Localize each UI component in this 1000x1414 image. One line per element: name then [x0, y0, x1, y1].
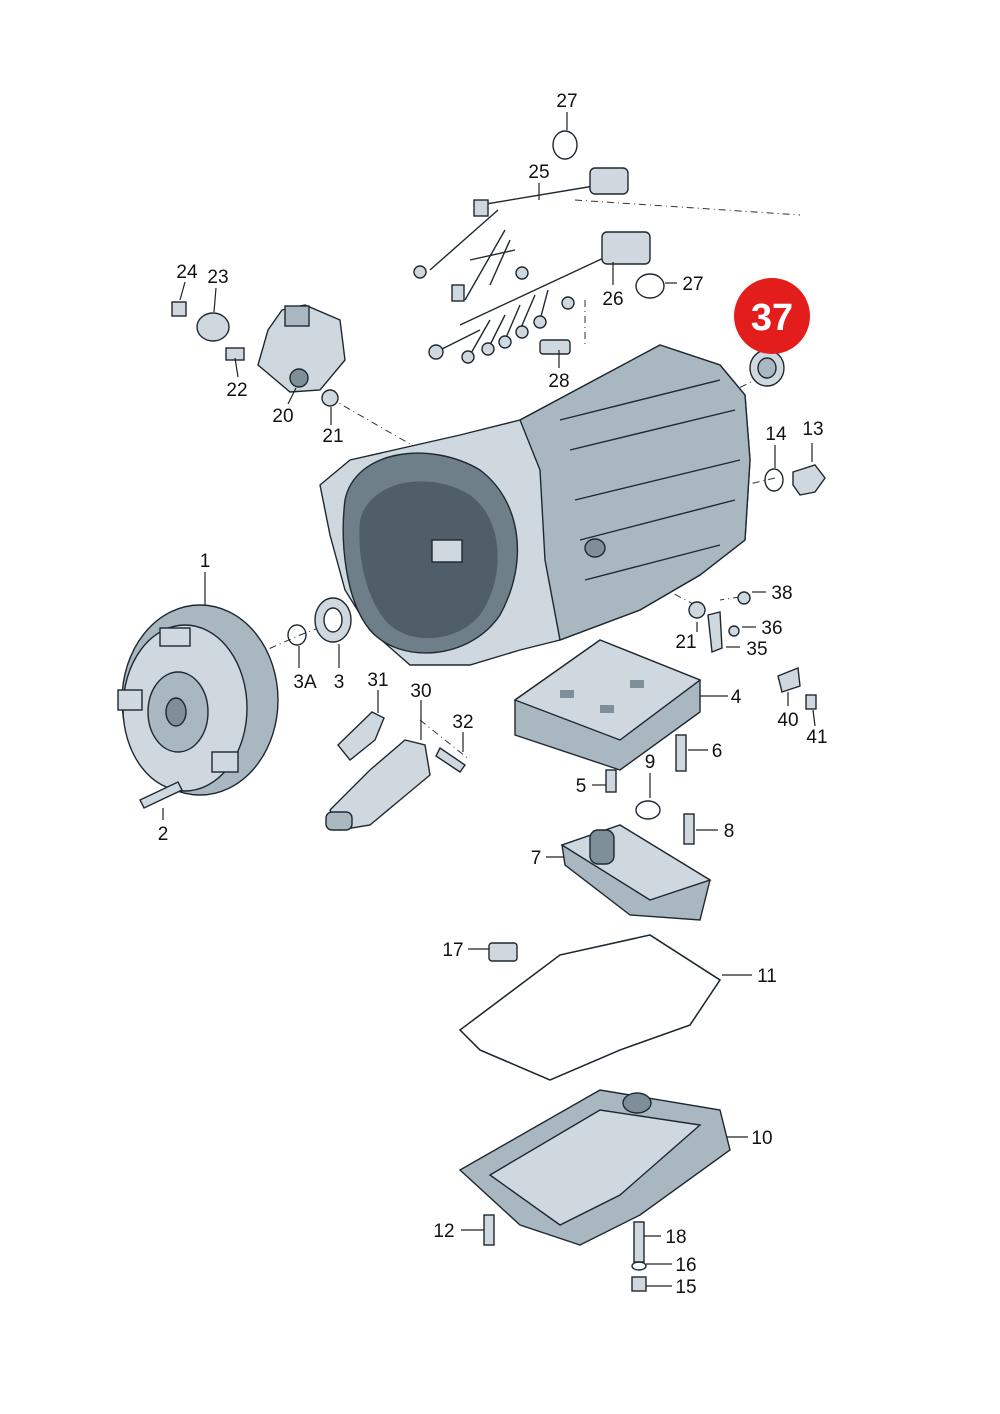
- transmission-housing: [319, 344, 751, 666]
- callouts: 27 25 27 26 28 24 23 22 20 21 14 13 38 2…: [158, 91, 828, 1298]
- callout-23: 23: [207, 267, 228, 288]
- callout-21-right: 21: [675, 632, 696, 653]
- connector-25: [589, 167, 629, 195]
- filter-7: [560, 824, 712, 921]
- drain-pipe-18: [633, 1221, 645, 1263]
- ring-23: [196, 312, 230, 342]
- callout-28: 28: [548, 371, 569, 392]
- callout-14: 14: [765, 424, 787, 445]
- bolt-5: [605, 769, 617, 793]
- ring-14: [764, 468, 784, 492]
- torque-converter-1: [117, 604, 279, 796]
- callout-21-left: 21: [322, 426, 343, 447]
- o-ring-3a: [287, 624, 307, 646]
- callout-15: 15: [675, 1277, 696, 1298]
- callout-3a: 3A: [293, 672, 317, 693]
- callout-11: 11: [757, 966, 777, 987]
- nut-38: [737, 591, 751, 605]
- callout-31: 31: [367, 670, 388, 691]
- callout-10: 10: [751, 1128, 772, 1149]
- callout-6: 6: [712, 741, 723, 762]
- callout-40: 40: [777, 710, 798, 731]
- bracket-31: [337, 711, 385, 761]
- callout-9: 9: [645, 752, 656, 773]
- plug-15: [631, 1276, 647, 1292]
- callout-32: 32: [452, 712, 473, 733]
- o-ring-9: [635, 800, 661, 820]
- bolt-6: [675, 734, 687, 772]
- callout-18: 18: [665, 1227, 686, 1248]
- pad-17: [488, 942, 518, 962]
- bolt-8: [683, 813, 695, 845]
- callout-36: 36: [761, 618, 782, 639]
- highlight-badge: 37: [734, 278, 810, 354]
- wiring-harness: [413, 167, 651, 364]
- leader-lines: [162, 112, 816, 1287]
- connector-26: [601, 231, 651, 265]
- callout-12: 12: [433, 1221, 454, 1242]
- bolt-32: [435, 746, 466, 773]
- callout-17: 17: [442, 940, 463, 961]
- bolt-41: [805, 694, 817, 710]
- callout-27-top: 27: [556, 91, 577, 112]
- seal-21-right: [688, 601, 706, 619]
- callout-7: 7: [531, 848, 542, 869]
- nut-36: [728, 625, 740, 637]
- bracket-35: [707, 611, 723, 653]
- callout-22: 22: [226, 380, 247, 401]
- callout-30: 30: [410, 681, 431, 702]
- callout-16: 16: [675, 1255, 696, 1276]
- callout-41: 41: [806, 727, 827, 748]
- oil-pan-10: [458, 1089, 731, 1246]
- callout-13: 13: [802, 419, 823, 440]
- callout-27-right: 27: [682, 274, 703, 295]
- range-sensor-group: [171, 301, 346, 407]
- mechatronic-group: [325, 711, 466, 831]
- callout-24: 24: [176, 262, 198, 283]
- valve-body-4: [513, 639, 702, 771]
- o-ring-27-right: [635, 273, 665, 299]
- callout-5: 5: [576, 776, 587, 797]
- callout-4: 4: [731, 687, 742, 708]
- highlight-label: 37: [751, 297, 793, 339]
- nut-24: [171, 301, 187, 317]
- bolt-2: [139, 781, 183, 809]
- callout-25: 25: [528, 162, 549, 183]
- callout-35: 35: [746, 639, 767, 660]
- callout-1: 1: [200, 551, 211, 572]
- ring-16: [631, 1261, 647, 1271]
- callout-8: 8: [724, 821, 735, 842]
- plug-13: [792, 464, 826, 496]
- seal-21-top: [321, 389, 339, 407]
- callout-3: 3: [334, 672, 345, 693]
- bolt-12: [483, 1214, 495, 1246]
- callout-20: 20: [272, 406, 293, 427]
- callout-38: 38: [771, 583, 792, 604]
- clip-40: [777, 667, 801, 693]
- callout-26: 26: [602, 289, 623, 310]
- callout-2: 2: [158, 824, 169, 845]
- o-ring-27-top: [552, 130, 578, 160]
